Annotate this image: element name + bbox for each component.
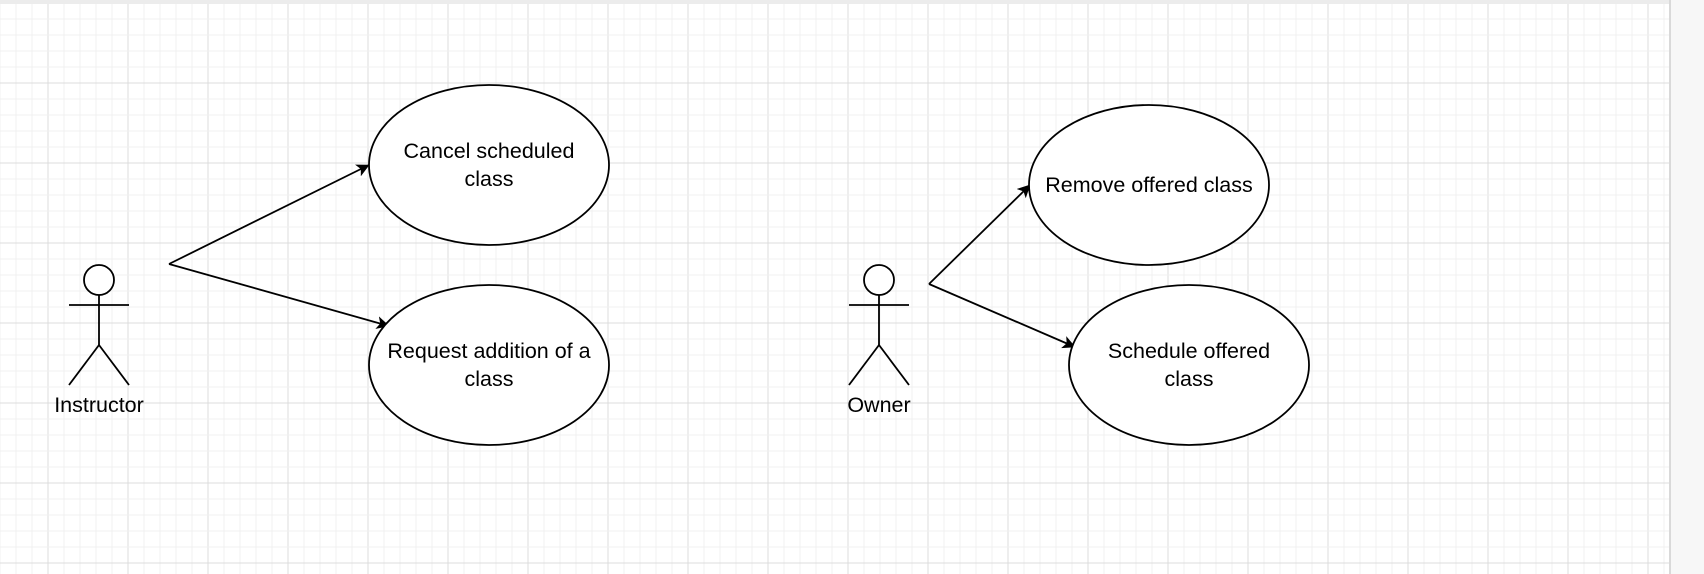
actor-right-leg-icon [98, 344, 130, 386]
use-case-remove-offered[interactable]: Remove offered class [1028, 104, 1270, 266]
use-case-label-line: Schedule offered [1108, 339, 1270, 363]
actor-head-icon [863, 264, 895, 296]
actor-label: Owner [847, 393, 910, 417]
use-case-label-line: class [465, 167, 514, 191]
actor-owner[interactable]: Owner [847, 264, 911, 417]
association-arrow-instructor-to-request-addition[interactable] [168, 263, 390, 329]
association-arrow-owner-to-remove-offered[interactable] [928, 184, 1031, 285]
use-case-ellipse [368, 84, 610, 246]
actor-label: Instructor [54, 393, 144, 417]
use-case-label-line: Request addition of a [387, 339, 590, 363]
actor-right-leg-icon [878, 344, 910, 386]
use-case-ellipse [368, 284, 610, 446]
use-case-ellipse [1028, 104, 1270, 266]
actor-left-leg-icon [68, 344, 100, 386]
use-case-schedule-offered[interactable]: Schedule offered class [1068, 284, 1310, 446]
use-case-label-line: Cancel scheduled [404, 139, 575, 163]
actor-left-leg-icon [848, 344, 880, 386]
association-arrow-instructor-to-cancel-scheduled[interactable] [168, 164, 370, 265]
use-case-ellipse [1068, 284, 1310, 446]
association-arrow-owner-to-schedule-offered[interactable] [928, 283, 1076, 349]
actor-instructor[interactable]: Instructor [54, 264, 144, 417]
use-case-cancel-scheduled[interactable]: Cancel scheduled class [368, 84, 610, 246]
use-case-label-line: class [465, 367, 514, 391]
use-case-request-addition[interactable]: Request addition of a class [368, 284, 610, 446]
use-case-label-line: class [1165, 367, 1214, 391]
association-layer [168, 164, 1076, 349]
actor-head-icon [83, 264, 115, 296]
use-case-label-line: Remove offered class [1045, 173, 1253, 197]
